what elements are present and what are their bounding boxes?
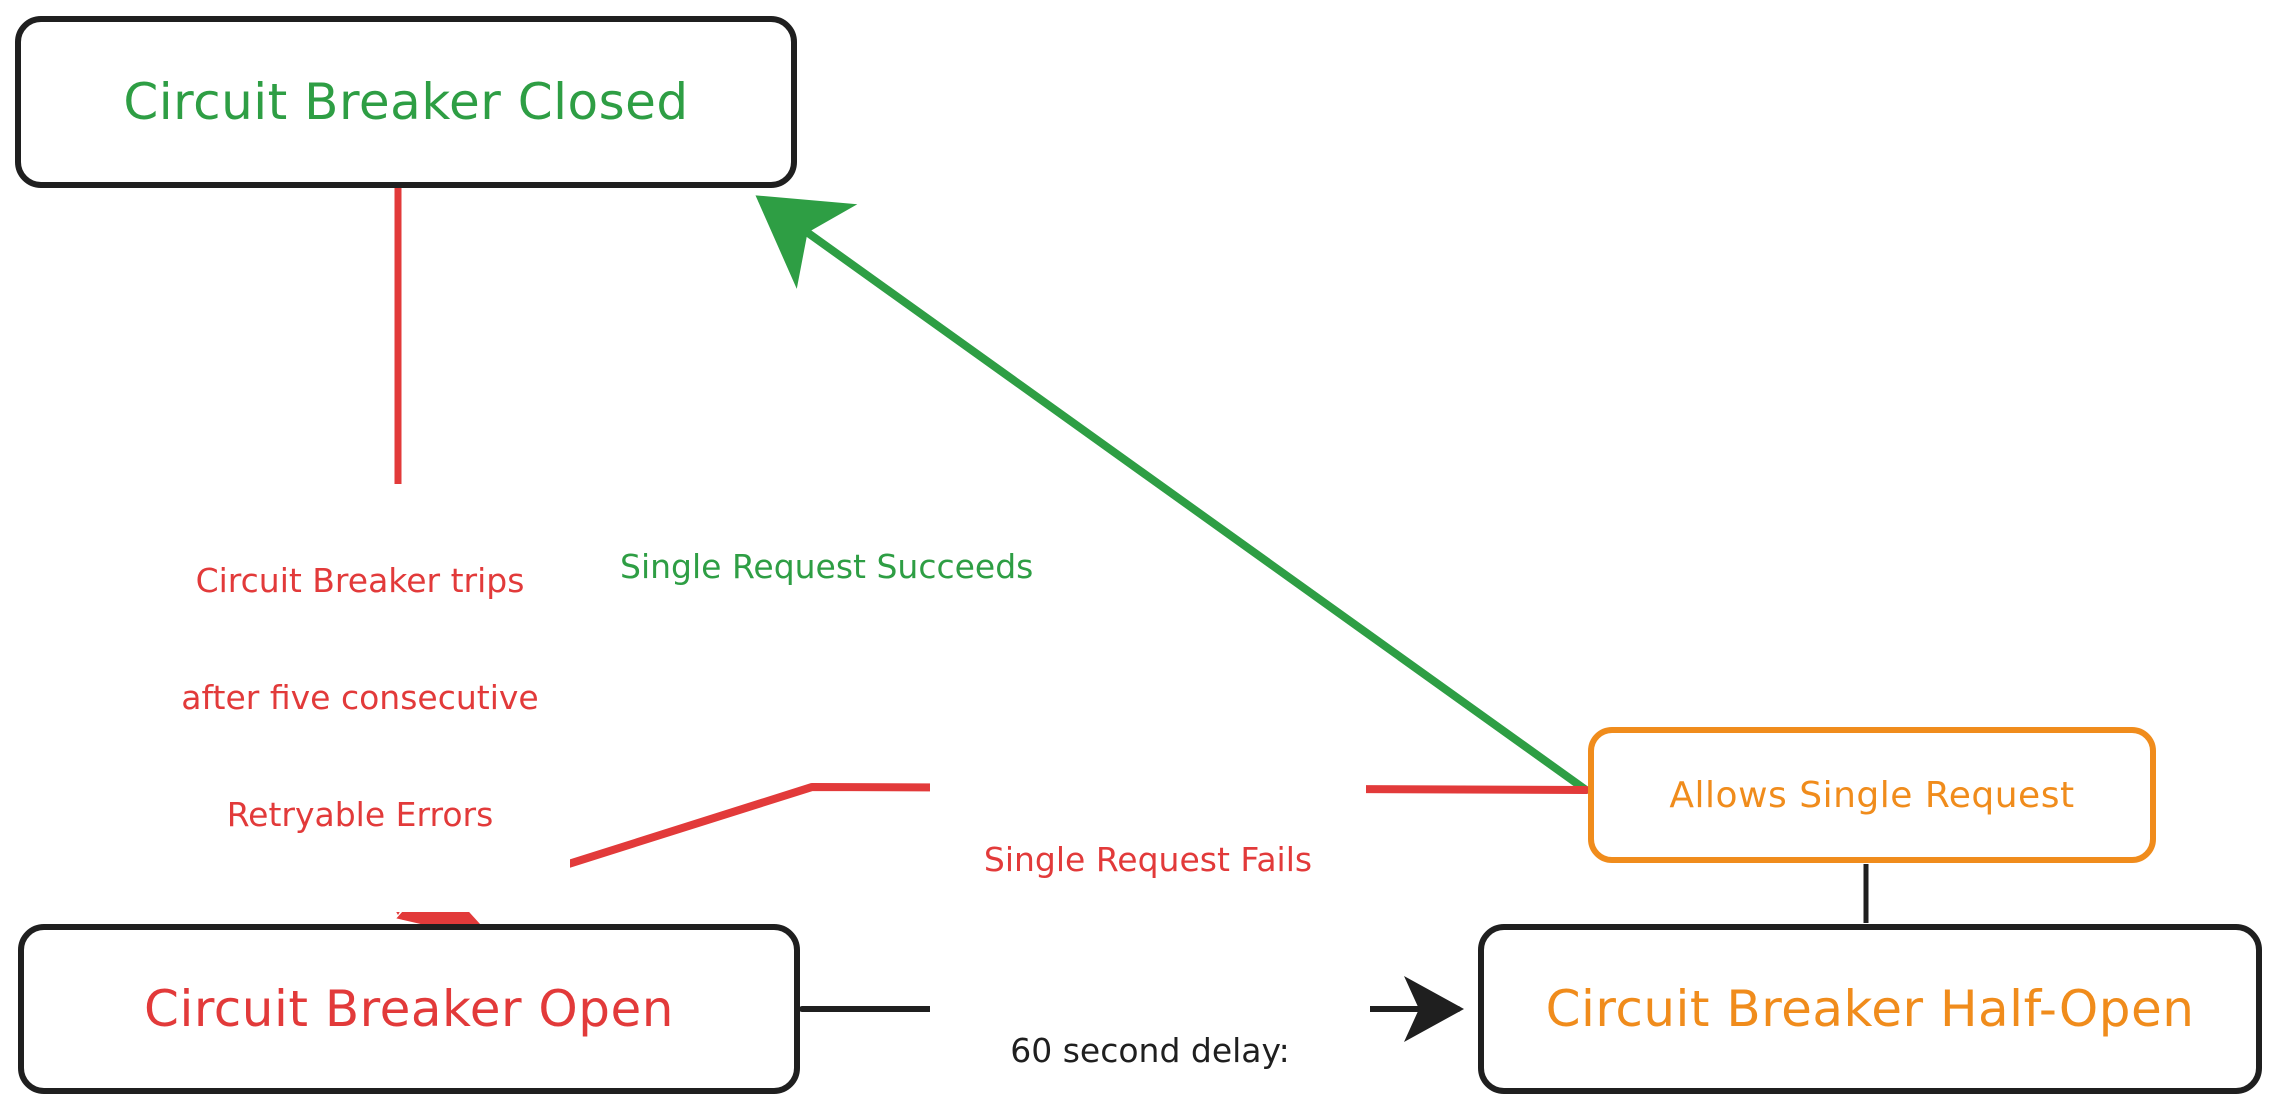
edge-allows-to-closed bbox=[755, 195, 1590, 794]
state-node-label: Circuit Breaker Open bbox=[144, 980, 674, 1038]
state-node-circuit-breaker-open[interactable]: Circuit Breaker Open bbox=[18, 924, 800, 1094]
state-node-label: Circuit Breaker Half-Open bbox=[1545, 980, 2195, 1038]
edge-allows-to-open bbox=[396, 783, 1590, 942]
state-node-label: Circuit Breaker Closed bbox=[123, 73, 689, 131]
state-node-label: Allows Single Request bbox=[1669, 774, 2075, 816]
state-node-allows-single-request[interactable]: Allows Single Request bbox=[1588, 727, 2156, 863]
state-node-circuit-breaker-half-open[interactable]: Circuit Breaker Half-Open bbox=[1478, 924, 2262, 1094]
state-node-circuit-breaker-closed[interactable]: Circuit Breaker Closed bbox=[15, 16, 797, 188]
